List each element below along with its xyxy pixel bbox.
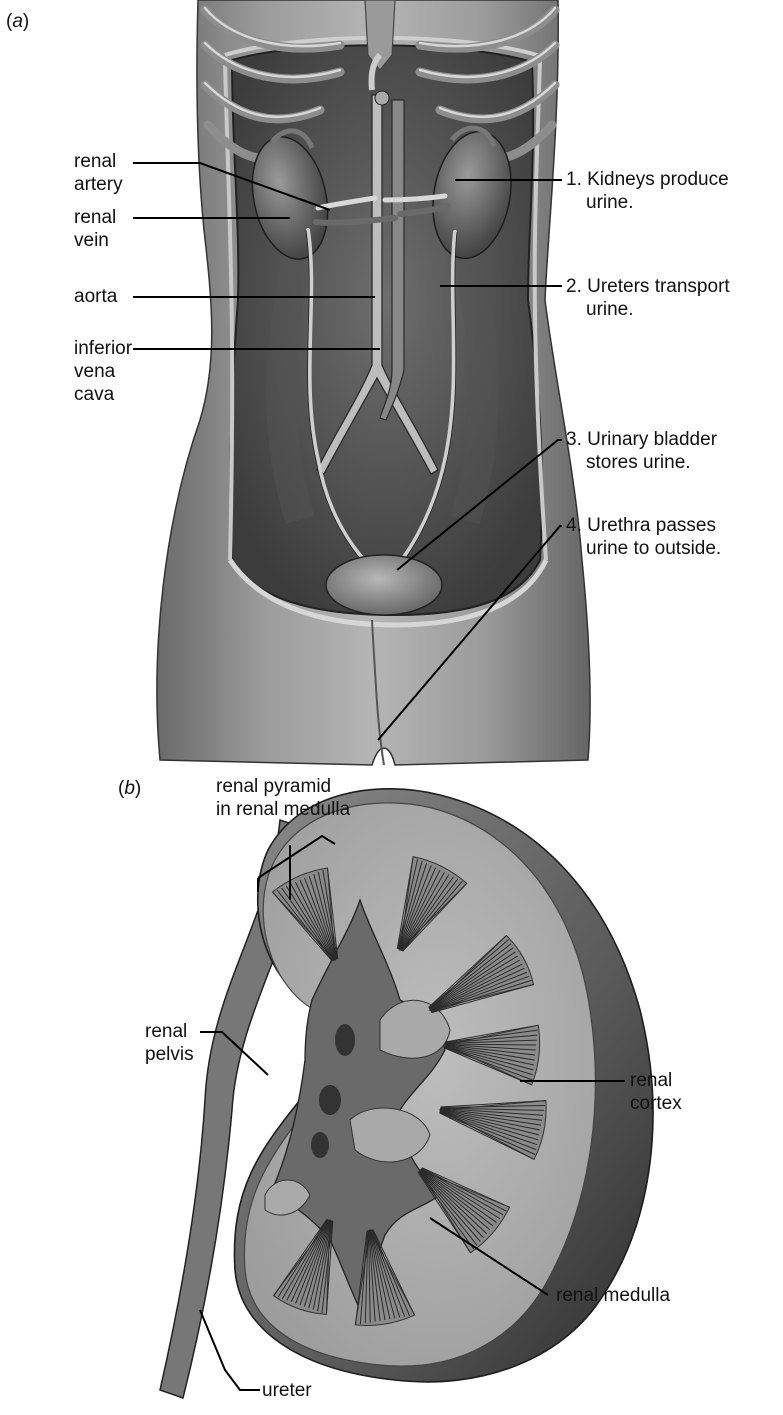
panel-a-letter: (a)	[6, 10, 29, 33]
torso-illustration	[157, 0, 590, 765]
urinary-bladder	[326, 555, 442, 615]
aorta-label: aorta	[74, 285, 117, 308]
ureter-label: ureter	[262, 1379, 312, 1402]
renal-medulla-label: renal medulla	[556, 1284, 670, 1307]
panel-b-letter: (b)	[118, 777, 141, 800]
